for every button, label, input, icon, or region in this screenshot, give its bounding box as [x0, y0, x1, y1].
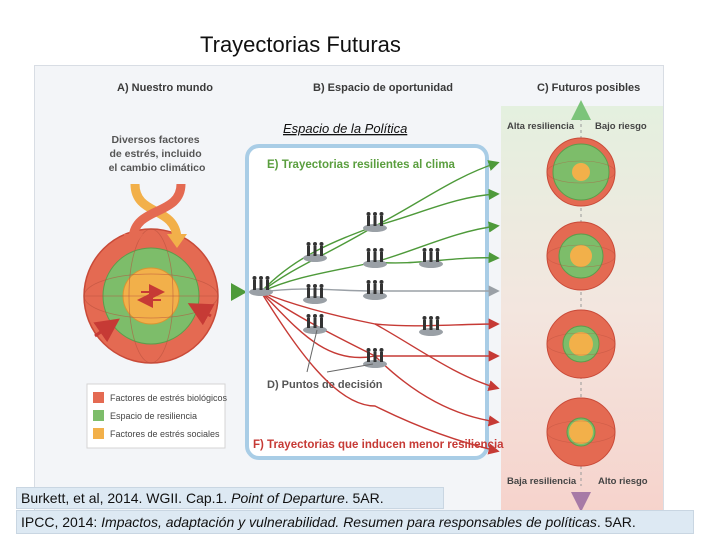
entry-arrow: [231, 283, 247, 301]
decision-point: [303, 242, 327, 262]
legend-label-biological: Factores de estrés biológicos: [110, 393, 228, 403]
stressors-note-line-1: Diversos factores: [111, 134, 199, 146]
low-resilience-pathways-label: F) Trayectorias que inducen menor resili…: [253, 439, 504, 451]
down-arrow: [571, 492, 591, 511]
decision-point: [363, 348, 387, 368]
decision-point: [303, 284, 327, 304]
citation-burkett: Burkett, et al, 2014. WGII. Cap.1. Point…: [16, 487, 444, 509]
legend-swatch-resilience: [93, 410, 104, 421]
decision-point: [363, 212, 387, 232]
citation-burkett-text: Burkett, et al, 2014. WGII. Cap.1.: [21, 490, 232, 506]
citation-ipcc-italic: Impactos, adaptación y vulnerabilidad. R…: [101, 514, 597, 530]
legend-box: [86, 383, 226, 449]
citation-burkett-end: . 5AR.: [344, 490, 384, 506]
decision-point: [363, 280, 387, 300]
resilient-pathways-label: E) Trayectorias resilientes al clima: [267, 159, 456, 171]
legend-label-social: Factores de estrés sociales: [110, 429, 220, 439]
future-globe-high-resilience: [546, 137, 616, 207]
stressor-arrow-biological: [128, 183, 186, 239]
low-resilience-label: Baja resiliencia: [507, 476, 577, 487]
panel-c-label: C) Futuros posibles: [537, 82, 640, 94]
high-risk-label: Alto riesgo: [598, 476, 648, 487]
decision-point: [249, 276, 273, 296]
our-world-globe: [83, 228, 219, 364]
decision-points-label: D) Puntos de decisión: [267, 379, 383, 391]
legend: Factores de estrés biológicos Espacio de…: [93, 392, 228, 439]
stressors-note: Diversos factores de estrés, incluido el…: [109, 134, 206, 174]
pathways-figure: A) Nuestro mundo B) Espacio de oportunid…: [34, 65, 664, 512]
future-globe-medium-high: [546, 221, 616, 291]
decision-point: [419, 316, 443, 336]
up-arrow: [571, 100, 591, 120]
future-globe-medium-low: [546, 309, 616, 379]
citation-ipcc-end: . 5AR.: [596, 514, 636, 530]
decision-point: [303, 314, 327, 334]
citation-ipcc: IPCC, 2014: Impactos, adaptación y vulne…: [16, 510, 694, 534]
stressors-note-line-2: de estrés, incluido: [109, 148, 201, 160]
decision-point: [419, 248, 443, 268]
future-globe-low-resilience: [546, 397, 616, 467]
high-resilience-label: Alta resiliencia: [507, 121, 575, 132]
legend-swatch-social: [93, 428, 104, 439]
decision-points: [249, 212, 443, 368]
citation-ipcc-text: IPCC, 2014:: [21, 514, 102, 530]
low-risk-label: Bajo riesgo: [595, 121, 647, 132]
policy-space-label: Espacio de la Política: [283, 121, 407, 136]
panel-a-label: A) Nuestro mundo: [117, 82, 213, 94]
legend-label-resilience: Espacio de resiliencia: [110, 411, 197, 421]
decision-point: [363, 248, 387, 268]
policy-space-frame: [245, 144, 489, 460]
panel-b-label: B) Espacio de oportunidad: [313, 82, 453, 94]
slide-title: Trayectorias Futuras: [200, 32, 401, 57]
citation-burkett-italic: Point of Departure: [231, 490, 345, 506]
pathways-diagram: A) Nuestro mundo B) Espacio de oportunid…: [83, 82, 663, 511]
legend-swatch-biological: [93, 392, 104, 403]
stressors-note-line-3: el cambio climático: [109, 162, 206, 174]
